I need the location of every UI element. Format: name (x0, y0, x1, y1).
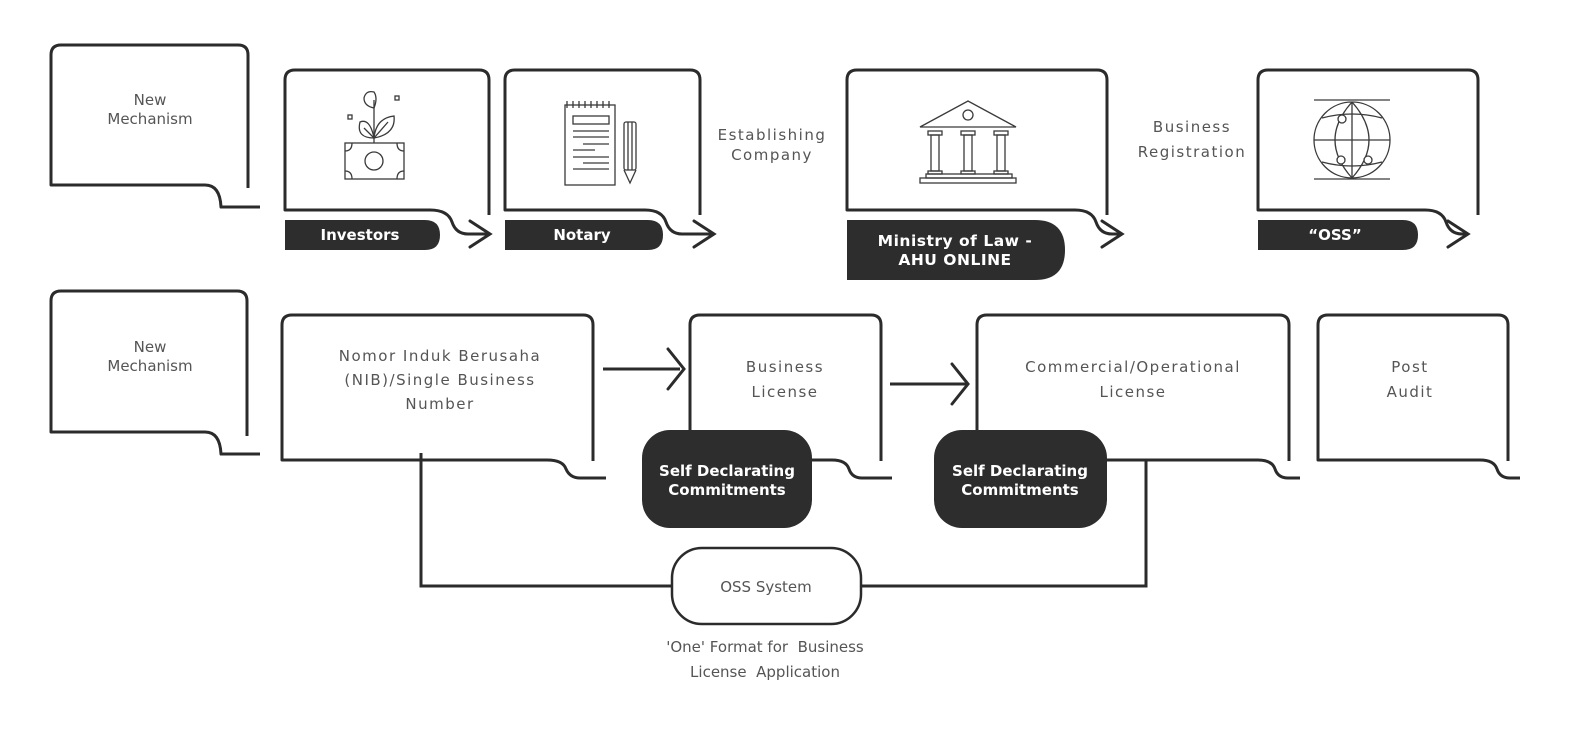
plant-money-icon (344, 90, 405, 180)
ministry-label-line2: AHU ONLINE (898, 251, 1011, 269)
row2-new-mechanism-line1: New (134, 338, 167, 356)
post-audit-line1: Post (1391, 358, 1428, 376)
row1-new-mechanism-line1: New (134, 91, 167, 109)
self-declaring-pill-1: Self Declarating Commitments (642, 430, 812, 528)
nib-line1: Nomor Induk Berusaha (339, 347, 541, 365)
commercial-license-line2: License (1099, 383, 1166, 401)
business-license-line1: Business (746, 358, 824, 376)
oss-system-box: OSS System (670, 546, 863, 626)
oss-pill (1258, 220, 1418, 250)
nib-line3: Number (405, 395, 474, 413)
self-declaring-2-line1: Self Declarating (952, 462, 1088, 480)
ministry-of-law-step: Ministry of Law - AHU ONLINE (845, 68, 1125, 280)
ministry-pill (847, 220, 1065, 280)
oss-label: “OSS” (1308, 226, 1361, 244)
investors-pill (285, 220, 440, 250)
commercial-license-line1: Commercial/Operational (1025, 358, 1241, 376)
arrow-business-to-commercial-license (890, 362, 970, 406)
nib-box: Nomor Induk Berusaha (NIB)/Single Busine… (280, 313, 606, 480)
business-registration-line2: Registration (1138, 143, 1246, 161)
ministry-label-line1: Ministry of Law - (878, 232, 1033, 250)
oss-caption-line2: License Application (690, 663, 840, 681)
post-audit-box: Post Audit (1316, 313, 1520, 480)
globe-network-icon (1313, 99, 1391, 180)
oss-system-connector (419, 453, 1148, 588)
notary-step: Notary (503, 68, 717, 250)
commercial-license-box: Commercial/Operational License (975, 313, 1300, 480)
investors-step: Investors (283, 68, 493, 250)
self-declaring-1-line1: Self Declarating (659, 462, 795, 480)
row1-new-mechanism-box: New Mechanism (49, 43, 260, 209)
investors-label: Investors (321, 226, 400, 244)
business-license-line2: License (751, 383, 818, 401)
row1-new-mechanism-line2: Mechanism (107, 110, 192, 128)
row2-new-mechanism-box: New Mechanism (49, 289, 260, 456)
business-registration-line1: Business (1153, 118, 1231, 136)
notary-pill (505, 220, 663, 250)
nib-line2: (NIB)/Single Business (344, 371, 535, 389)
self-declaring-pill-2: Self Declarating Commitments (934, 430, 1107, 528)
row2-new-mechanism-line2: Mechanism (107, 357, 192, 375)
post-audit-line2: Audit (1387, 383, 1434, 401)
arrow-nib-to-business-license (603, 347, 686, 391)
self-declaring-1-line2: Commitments (668, 481, 786, 499)
establishing-company-line2: Company (731, 146, 813, 164)
notary-label: Notary (553, 226, 611, 244)
oss-step: “OSS” (1256, 68, 1480, 250)
self-declaring-2-line2: Commitments (961, 481, 1079, 499)
establishing-company-line1: Establishing (718, 126, 827, 144)
government-building-icon (919, 100, 1017, 184)
oss-system-label: OSS System (720, 578, 812, 596)
business-license-box: Business License (688, 313, 892, 480)
notepad-pencil-icon (564, 101, 637, 186)
oss-caption-line1: 'One' Format for Business (666, 638, 864, 656)
